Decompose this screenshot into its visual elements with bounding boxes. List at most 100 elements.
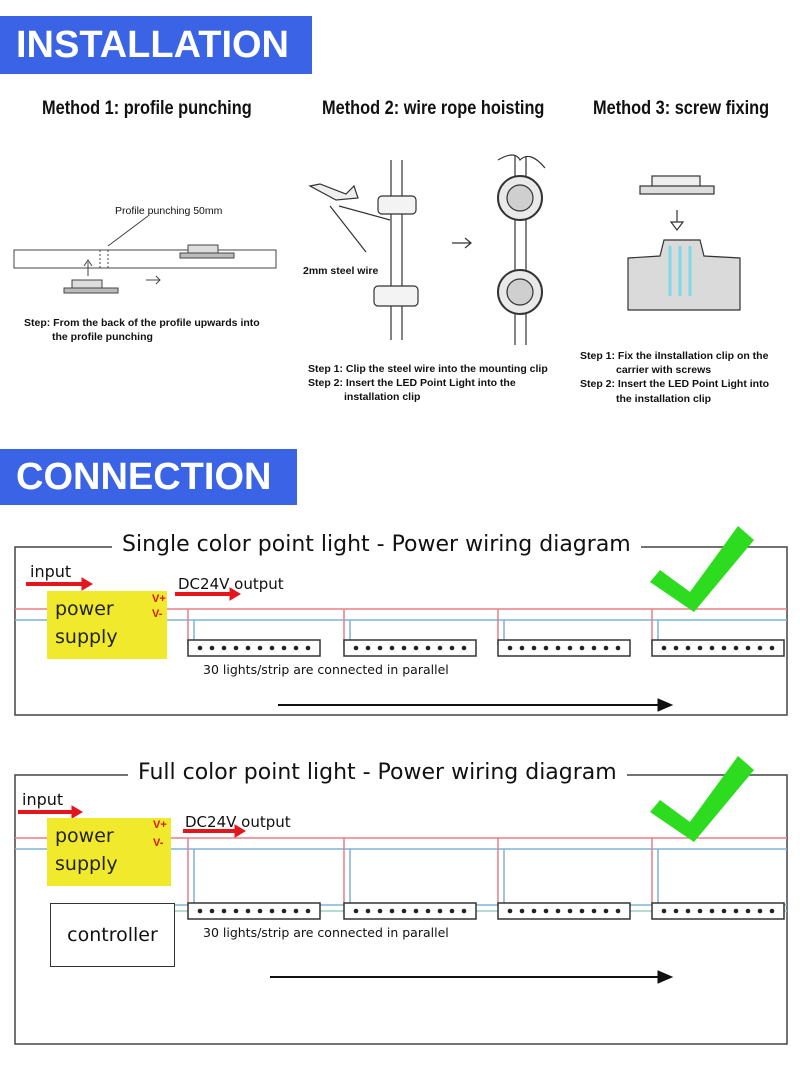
led-dot <box>461 908 467 914</box>
led-dot <box>293 645 299 651</box>
method2-annotation: 2mm steel wire <box>303 265 379 277</box>
method2-step2-line1: Step 2: Insert the LED Point Light into … <box>308 377 516 389</box>
led-dot <box>555 908 561 914</box>
led-dot <box>353 908 359 914</box>
light-strip <box>651 902 785 920</box>
full-red-arrows <box>18 805 246 838</box>
led-dot <box>733 645 739 651</box>
led-dot <box>709 645 715 651</box>
led-dot <box>555 645 561 651</box>
led-dot <box>519 645 525 651</box>
single-red-arrows <box>26 577 241 601</box>
single-note: 30 lights/strip are connected in paralle… <box>203 662 449 677</box>
led-dot <box>697 908 703 914</box>
light-strip <box>187 639 321 657</box>
connection-banner: CONNECTION <box>0 449 297 505</box>
led-dot <box>757 645 763 651</box>
psu-line2: supply <box>55 626 118 648</box>
light-strip <box>497 902 631 920</box>
installation-illustrations <box>13 154 741 345</box>
psu-line1: power <box>55 598 114 620</box>
method1-step-line1: Step: From the back of the profile upwar… <box>24 317 260 329</box>
method3-screw-drawing <box>627 175 741 311</box>
led-dot <box>449 645 455 651</box>
led-dot <box>769 645 775 651</box>
led-dot <box>579 908 585 914</box>
led-dot <box>209 908 215 914</box>
method2-title: Method 2: wire rope hoisting <box>322 98 545 119</box>
led-dot <box>305 908 311 914</box>
full-output-label: DC24V output <box>185 813 291 831</box>
check-icon <box>650 756 754 842</box>
led-dot <box>353 645 359 651</box>
led-dot <box>425 645 431 651</box>
single-input-label: input <box>30 562 72 581</box>
light-strip <box>343 902 477 920</box>
controller-box: controller <box>50 903 175 967</box>
led-dot <box>365 645 371 651</box>
led-dot <box>281 908 287 914</box>
led-dot <box>507 908 513 914</box>
led-dot <box>293 908 299 914</box>
led-dot <box>745 908 751 914</box>
single-strips <box>187 639 785 657</box>
led-dot <box>591 645 597 651</box>
method2-step1: Step 1: Clip the steel wire into the mou… <box>308 363 548 375</box>
led-dot <box>579 645 585 651</box>
led-dot <box>745 645 751 651</box>
full-vminus: V- <box>153 837 164 849</box>
led-dot <box>437 908 443 914</box>
led-dot <box>507 645 513 651</box>
method2-wire-drawing <box>308 154 546 345</box>
led-dot <box>615 908 621 914</box>
led-dot <box>697 645 703 651</box>
single-vminus: V- <box>152 608 163 620</box>
led-dot <box>221 645 227 651</box>
full-power-supply: power supply <box>47 818 171 886</box>
led-dot <box>377 645 383 651</box>
led-dot <box>269 908 275 914</box>
installation-banner: INSTALLATION <box>0 16 312 74</box>
method1-annotation: Profile punching 50mm <box>115 205 223 217</box>
full-vplus: V+ <box>153 819 167 831</box>
check-icon <box>650 526 754 612</box>
method1-title: Method 1: profile punching <box>42 98 252 119</box>
led-dot <box>221 908 227 914</box>
led-dot <box>543 908 549 914</box>
led-dot <box>531 908 537 914</box>
led-dot <box>721 645 727 651</box>
single-diagram-title: Single color point light - Power wiring … <box>112 532 641 557</box>
led-dot <box>233 645 239 651</box>
led-dot <box>437 645 443 651</box>
led-dot <box>269 645 275 651</box>
led-dot <box>567 645 573 651</box>
led-dot <box>769 908 775 914</box>
led-dot <box>389 908 395 914</box>
led-dot <box>757 908 763 914</box>
full-diagram-title: Full color point light - Power wiring di… <box>128 760 627 785</box>
led-dot <box>661 645 667 651</box>
led-dot <box>461 645 467 651</box>
psu-line2: supply <box>55 853 118 875</box>
full-strips <box>187 902 785 920</box>
method1-step-line2: the profile punching <box>52 331 153 343</box>
led-dot <box>661 908 667 914</box>
led-dot <box>591 908 597 914</box>
single-direction-arrow <box>278 698 674 712</box>
led-dot <box>257 645 263 651</box>
led-dot <box>413 908 419 914</box>
led-dot <box>673 908 679 914</box>
led-dot <box>401 908 407 914</box>
led-dot <box>305 645 311 651</box>
led-dot <box>603 645 609 651</box>
led-dot <box>519 908 525 914</box>
light-strip <box>187 902 321 920</box>
led-dot <box>733 908 739 914</box>
single-output-label: DC24V output <box>178 575 284 593</box>
light-strip <box>343 639 477 657</box>
led-dot <box>245 645 251 651</box>
led-dot <box>685 908 691 914</box>
single-vplus: V+ <box>152 593 166 605</box>
method3-step2-line1: Step 2: Insert the LED Point Light into <box>580 378 769 390</box>
